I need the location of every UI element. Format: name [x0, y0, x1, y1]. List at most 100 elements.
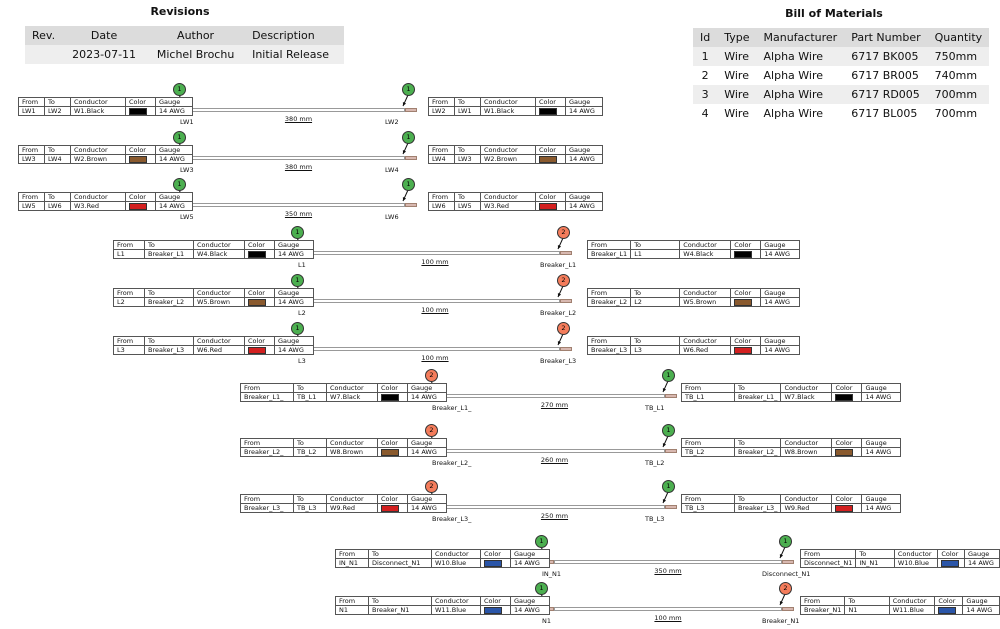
revisions-cell: Initial Release: [245, 45, 345, 64]
terminal-right: [405, 156, 417, 160]
wire-length: 380 mm: [284, 163, 313, 171]
wire-label-to: N1: [844, 605, 890, 615]
connector-bubble-left: 1: [535, 535, 548, 548]
connector-bubble-right: 2: [557, 274, 570, 287]
bom-cell: 6717 BL005: [851, 107, 918, 120]
wire-line: [444, 505, 665, 509]
wire-label-to: L2: [630, 297, 681, 307]
wire-label-header-cell: Conductor: [326, 383, 378, 393]
revisions-header-cell: Author: [146, 26, 246, 45]
connector-bubble-right: 2: [557, 322, 570, 335]
connector-bubble-right: 1: [402, 83, 415, 96]
wire-label-gauge: 14 AWG: [407, 392, 447, 402]
revisions-cell: 2023-07-11: [62, 45, 147, 64]
wire-label-to: LW2: [44, 106, 71, 116]
wire-label-header-cell: Gauge: [155, 192, 193, 202]
wire-label-header-cell: Gauge: [861, 438, 902, 448]
revisions-cell: Michel Brochu: [146, 45, 246, 64]
wire-length: 380 mm: [284, 115, 313, 123]
connector-bubble-left: 1: [291, 322, 304, 335]
wire-label-header-cell: Conductor: [70, 145, 126, 155]
wire-label-color: [244, 249, 275, 259]
revisions-header-cell: Rev.: [25, 26, 63, 45]
wire-label-header-cell: To: [630, 288, 681, 298]
bom-cell: 1: [693, 47, 718, 66]
arrow-head: [662, 388, 667, 392]
wire-label-to: LW3: [454, 154, 481, 164]
wire-line: [444, 449, 665, 453]
bom-cell: Alpha Wire: [756, 85, 845, 104]
wire-label-header-cell: From: [799, 596, 846, 606]
wire-label-to: Breaker_L2_: [733, 447, 782, 457]
wire-line: [192, 156, 405, 160]
wire-length: 270 mm: [540, 401, 569, 409]
wire-label-conductor: W8.Brown: [326, 447, 378, 457]
wire-label-to: Breaker_L3_: [733, 503, 782, 513]
wire-length: 100 mm: [654, 614, 682, 622]
color-swatch: [941, 559, 960, 567]
wire-end-right: TB_L2: [645, 459, 665, 467]
wire-label-to: Disconnect_N1: [368, 558, 432, 568]
terminal-right: [782, 607, 794, 611]
wire-label-header-cell: Conductor: [193, 240, 245, 250]
wire-label-header-cell: Conductor: [679, 336, 732, 346]
wire-label-header-cell: From: [586, 288, 632, 298]
wire-label-color: [730, 345, 762, 355]
wire-line: [310, 299, 560, 303]
color-swatch: [734, 250, 753, 258]
wire-label-header-cell: To: [454, 97, 481, 107]
wire-label-gauge: 14 AWG: [565, 106, 603, 116]
terminal-right: [560, 347, 572, 351]
wire-label-from: L3: [113, 345, 145, 355]
connector-bubble-right: 1: [402, 178, 415, 191]
wire-line: [444, 394, 665, 398]
arrow-head: [557, 341, 562, 345]
bom-header-cell: Manufacturer: [756, 28, 845, 47]
wire-label-header-cell: Gauge: [274, 288, 314, 298]
bom-cell: 750mm: [927, 47, 990, 66]
wire-label-header-cell: Gauge: [962, 596, 1000, 606]
wire-label-from: TB_L1: [681, 392, 735, 402]
wire-label-to: TB_L3: [293, 503, 327, 513]
wire-label-header-cell: To: [144, 336, 194, 346]
bom-cell: 6717 BK005: [844, 47, 928, 66]
wire-label-from: LW3: [18, 154, 45, 164]
wire-label-color: [125, 201, 156, 211]
revisions-header-row: Rev. Date Author Description: [25, 26, 345, 45]
wire-label-header-cell: To: [144, 240, 194, 250]
wire-label-gauge: 14 AWG: [407, 447, 447, 457]
wire-label-header-cell: From: [681, 494, 735, 504]
revisions-cell: [25, 45, 63, 64]
wire-length: 350 mm: [654, 567, 682, 575]
wire-label-header-cell: Gauge: [407, 383, 447, 393]
wire-label-header-cell: Color: [244, 240, 275, 250]
wire-label-to: IN_N1: [855, 558, 895, 568]
wire-label-from: LW6: [428, 201, 455, 211]
wire-line: [192, 203, 405, 207]
bom-cell: Wire: [717, 47, 757, 66]
wire-label-header-cell: Conductor: [893, 549, 939, 559]
color-swatch: [734, 298, 753, 306]
wire-label-header-cell: To: [454, 145, 481, 155]
wire-label-header-cell: Color: [730, 288, 762, 298]
wire-label-header-cell: Conductor: [326, 494, 378, 504]
connector-bubble-left: 1: [173, 178, 186, 191]
color-swatch: [835, 504, 854, 512]
arrow-head: [557, 293, 562, 297]
